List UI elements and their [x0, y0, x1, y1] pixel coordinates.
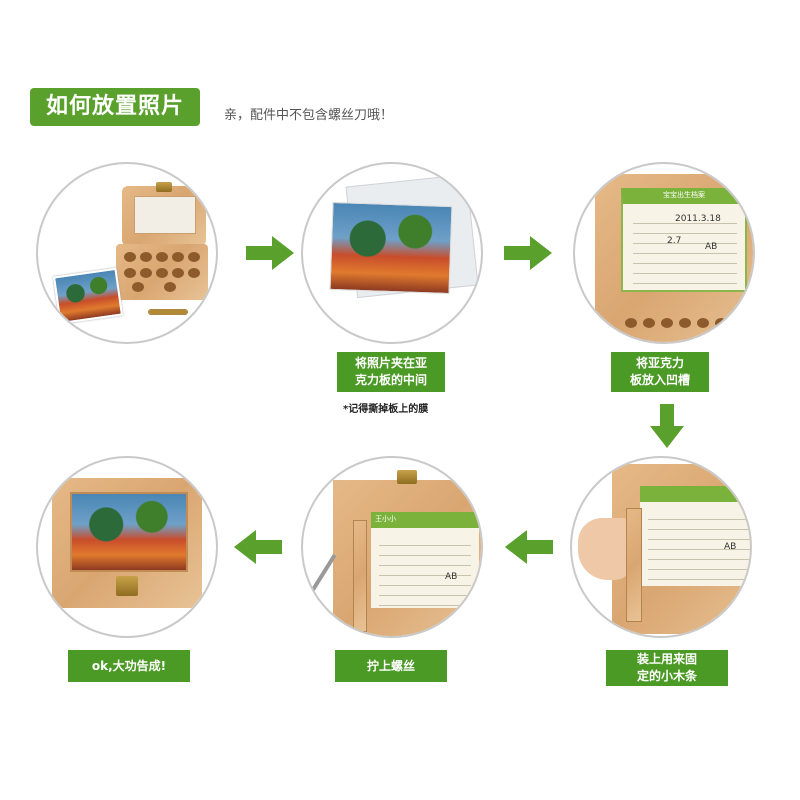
- step3-label-line2: 板放入凹槽: [629, 373, 690, 387]
- box-clasp: [397, 470, 417, 484]
- box-clasp: [156, 182, 172, 192]
- wood-strip: [353, 520, 367, 632]
- arrow-right-icon: [246, 236, 294, 270]
- box-frame: 宝宝出生档案 2011.3.18 2.7 AB: [595, 174, 753, 342]
- step6-circle: [36, 456, 218, 638]
- cert-weight: 2.7: [667, 236, 682, 246]
- loose-photo: [52, 267, 124, 325]
- title-note: 亲，配件中不包含螺丝刀哦！: [224, 108, 394, 123]
- cert-name: 王小小: [375, 515, 396, 523]
- cert-blood: AB: [705, 242, 718, 252]
- wood-strip: [626, 508, 642, 622]
- step2-label-line1: 将照片夹在亚: [354, 356, 427, 370]
- cert-blood: AB: [724, 542, 737, 552]
- box-window-photo: [70, 492, 188, 572]
- cert-date: 2011.3.18: [675, 214, 721, 224]
- certificate-card: 王小小 AB: [371, 512, 479, 608]
- box-clasp: [116, 576, 138, 596]
- step2-label-line2: 克力板的中间: [354, 373, 427, 387]
- step1-circle: [36, 162, 218, 344]
- photo-between-acrylic: [329, 201, 453, 295]
- step5-circle: 王小小 AB: [301, 456, 483, 638]
- step4-circle: AB: [570, 456, 752, 638]
- cert-header: 宝宝出生档案: [663, 191, 705, 199]
- step4-label: 装上用来固 定的小木条: [606, 650, 728, 686]
- lid-window: [134, 196, 196, 234]
- box-frame: 王小小 AB: [333, 470, 481, 636]
- step5-label: 拧上螺丝: [335, 650, 447, 682]
- step3-label-line1: 将亚克力: [635, 356, 684, 370]
- certificate-card: AB: [640, 486, 750, 586]
- step2-circle: [301, 162, 483, 344]
- step3-label: 将亚克力 板放入凹槽: [611, 352, 709, 392]
- open-box-illustration: [116, 182, 208, 304]
- arrow-down-icon: [650, 404, 684, 448]
- title-badge: 如何放置照片: [30, 88, 200, 126]
- screws: [148, 309, 188, 315]
- certificate-card: 宝宝出生档案 2011.3.18 2.7 AB: [621, 188, 747, 292]
- box-lid: [122, 186, 206, 246]
- step3-circle: 宝宝出生档案 2011.3.18 2.7 AB: [573, 162, 755, 344]
- step4-label-line1: 装上用来固: [636, 652, 697, 666]
- step2-note: *记得撕掉板上的膜: [343, 404, 429, 415]
- cert-blood: AB: [445, 572, 458, 582]
- arrow-left-icon: [234, 530, 282, 564]
- arrow-right-icon: [504, 236, 552, 270]
- box-base: [116, 244, 208, 300]
- step4-label-line2: 定的小木条: [636, 669, 697, 683]
- hand: [578, 518, 634, 580]
- closed-box: [52, 478, 202, 608]
- arrow-left-icon: [505, 530, 553, 564]
- step2-label: 将照片夹在亚 克力板的中间: [337, 352, 445, 392]
- tooth-row: [621, 314, 751, 334]
- screwdriver: [303, 554, 337, 624]
- step6-label: ok,大功告成!: [68, 650, 190, 682]
